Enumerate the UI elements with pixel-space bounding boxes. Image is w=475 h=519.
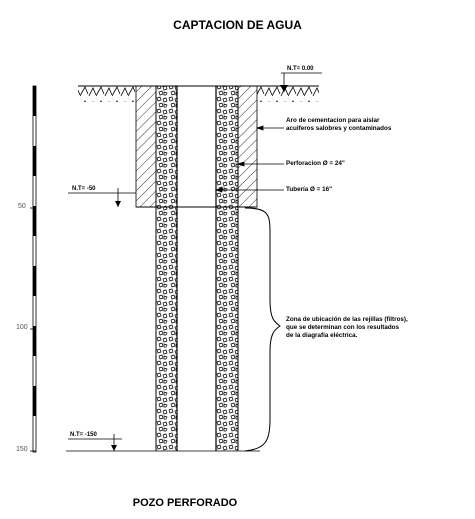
- annotation-seal-line1: Aro de cementacion para aislar: [286, 117, 380, 124]
- cement-seal-ring: [135, 85, 258, 208]
- level-label-bottom: N.T= -150: [70, 432, 97, 438]
- depth-scale: [30, 85, 37, 453]
- scale-tick-50: 50: [18, 203, 26, 210]
- level-label-top: N.T= 0.00: [287, 66, 314, 72]
- scale-tick-100: 100: [16, 324, 28, 331]
- diagram-title: CAPTACION DE AGUA: [173, 18, 302, 32]
- level-marker-bottom: [68, 434, 122, 451]
- casing-pipe: [155, 86, 239, 451]
- filter-zone-brace: [244, 207, 281, 452]
- scale-tick-150: 150: [16, 446, 28, 453]
- annotation-casing: Tubería Ø = 16": [286, 186, 333, 193]
- diagram-subtitle: POZO PERFORADO: [132, 497, 238, 509]
- annotation-seal: Aro de cementacion para aislar acuiferos…: [286, 117, 391, 133]
- annotation-zone-line2: que se determinan con los resultados: [286, 324, 400, 332]
- level-label-mid: N.T= -50: [72, 186, 96, 192]
- annotation-filter-zone: Zona de ubicación de las rejillas (filtr…: [286, 316, 408, 341]
- annotation-bore: Perforacion Ø = 24": [286, 160, 345, 167]
- level-marker-top: [280, 72, 322, 92]
- annotation-zone-line3: de la diagrafia eléctrica.: [286, 332, 358, 340]
- leader-arrows: [214, 125, 284, 193]
- level-marker-mid: [68, 188, 136, 207]
- gravel-pack: [156, 86, 238, 451]
- annotation-zone-line1: Zona de ubicación de las rejillas (filtr…: [286, 316, 408, 323]
- ground-surface: [78, 85, 319, 102]
- annotation-seal-line2: acuiferos salobres y contaminados: [286, 125, 392, 133]
